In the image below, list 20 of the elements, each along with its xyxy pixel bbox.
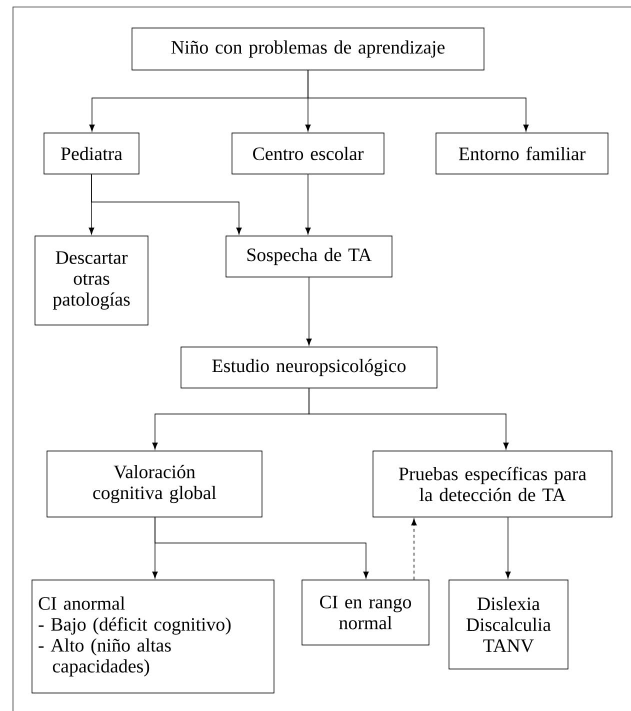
process-box: Estudio neuropsicológico <box>180 346 438 388</box>
process-box: Entorno familiar <box>436 132 608 174</box>
process-box: CI anormal - Bajo (déficit cognitivo) - Alto (niño altas capacidades) <box>32 580 274 694</box>
process-box: Descartar otras patologías <box>34 236 148 326</box>
arrow <box>91 174 242 235</box>
arrow <box>306 277 312 346</box>
process-box: Dislexia Discalculia TANV <box>448 580 568 670</box>
process-box: Pediatra <box>44 132 140 174</box>
dashed-arrow <box>411 518 417 580</box>
arrow <box>305 174 311 235</box>
arrow <box>308 70 529 132</box>
process-box: Centro escolar <box>232 132 384 174</box>
arrow <box>505 517 511 579</box>
process-box: Niño con problemas de aprendizaje <box>132 28 484 70</box>
arrow <box>154 517 369 579</box>
process-box: Pruebas específicas para la detección de TA <box>372 450 612 518</box>
arrow <box>308 388 509 450</box>
process-box: Sospecha de TA <box>226 236 392 278</box>
process-box: Valoración cognitiva global <box>46 450 262 518</box>
process-box: CI en rango normal <box>302 580 430 646</box>
